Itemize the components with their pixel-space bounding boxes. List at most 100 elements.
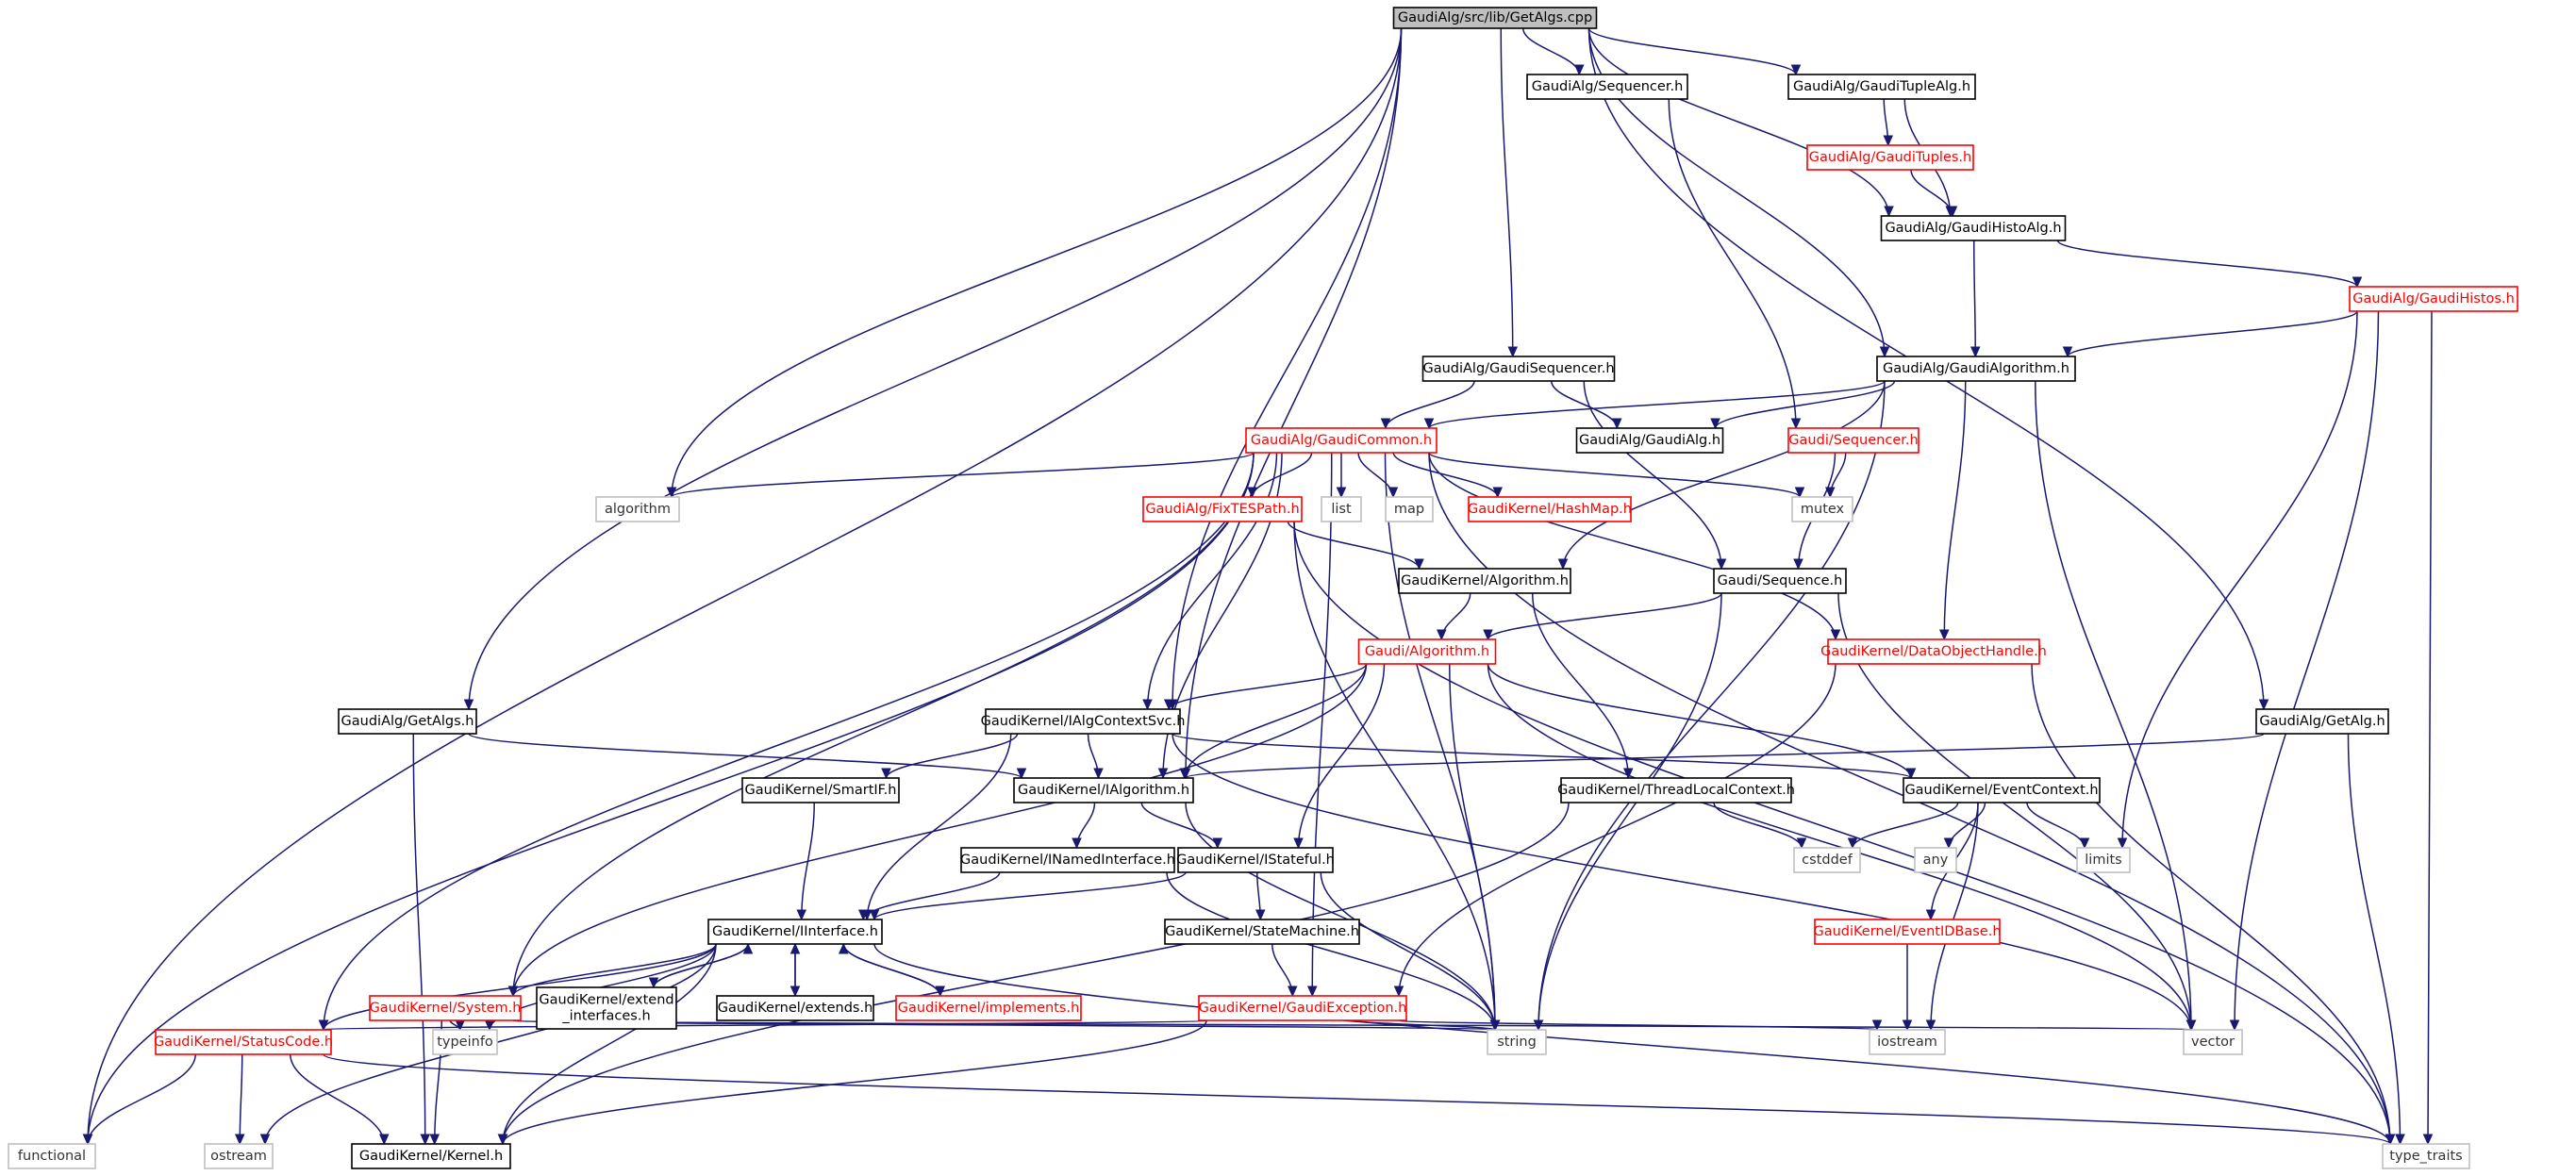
node-dataobjecthandle[interactable]: GaudiKernel/DataObjectHandle.h (1820, 638, 2047, 665)
node-gaudisequencer[interactable]: GaudiAlg/GaudiSequencer.h (1421, 356, 1616, 382)
node-gaudicommon[interactable]: GaudiAlg/GaudiCommon.h (1245, 427, 1438, 454)
node-box (155, 1029, 332, 1055)
node-label: vector (2191, 1035, 2235, 1050)
edge-arrowhead (1925, 909, 1936, 921)
edge-root-to-ialgcontextsvc (1167, 27, 1403, 711)
node-gaudiexception[interactable]: GaudiKernel/GaudiException.h (1198, 995, 1407, 1021)
edge-arrowhead (789, 942, 801, 954)
node-gaudialg[interactable]: GaudiAlg/GaudiAlg.h (1575, 427, 1724, 454)
edge-gaudi_algorithm-to-system_h (507, 663, 1368, 998)
node-gaudi-sequencer[interactable]: Gaudi/Sequencer.h (1787, 427, 1920, 454)
node-box (1164, 919, 1360, 945)
node-smartif[interactable]: GaudiKernel/SmartIF.h (741, 777, 900, 803)
node-statuscode[interactable]: GaudiKernel/StatusCode.h (154, 1029, 333, 1055)
node-getalg-h[interactable]: GaudiAlg/GetAlg.h (2255, 708, 2389, 735)
edge-arrowhead (1969, 346, 1981, 358)
node-eventcontext[interactable]: GaudiKernel/EventContext.h (1903, 777, 2101, 803)
edge-gaudicommon-to-hashmap (1392, 452, 1504, 499)
edge-arrowhead (463, 699, 474, 711)
edge-arrowhead (1947, 206, 1958, 218)
node-sequencer-h[interactable]: GaudiAlg/Sequencer.h (1526, 74, 1688, 100)
edge-gaudi_sequencer-to-mutex (1824, 452, 1847, 499)
node-algorithm-std: algorithm (595, 496, 680, 522)
node-box (1713, 568, 1847, 594)
node-label: _interfaces.h (561, 1009, 650, 1024)
edge-gaudi_sequence-to-string (1533, 592, 1722, 1032)
edge-gaudialgorithm-to-gaudicommon (1423, 380, 1886, 430)
edge-gaudicommon-to-mutex (1428, 452, 1805, 499)
edge-gaudituplealg-to-gaudituples (1883, 98, 1894, 147)
edge-arrowhead (497, 1134, 508, 1146)
edge-gaudicommon-to-fixtespath (1247, 452, 1313, 499)
node-extend-interfaces[interactable]: GaudiKernel/extend_interfaces.h (536, 986, 677, 1030)
node-gaudi-sequence[interactable]: Gaudi/Sequence.h (1713, 568, 1847, 594)
node-gaudi-algorithm[interactable]: Gaudi/Algorithm.h (1357, 638, 1497, 665)
node-box (1787, 427, 1920, 454)
node-implements[interactable]: GaudiKernel/implements.h (895, 995, 1082, 1021)
edge-istateful-to-statemachine (1255, 871, 1266, 921)
edge-ialgorithm-to-inamedinterface (1072, 802, 1096, 850)
node-box (1914, 847, 1957, 873)
node-fixtespath[interactable]: GaudiAlg/FixTESPath.h (1142, 496, 1303, 522)
edge-getalgs_h-to-kernel (412, 733, 431, 1146)
node-label: cstddef (1802, 853, 1853, 868)
node-cstddef: cstddef (1793, 847, 1861, 873)
node-istateful[interactable]: GaudiKernel/IStateful.h (1176, 847, 1335, 873)
node-type-traits: type_traits (2382, 1143, 2470, 1169)
edge-arrowhead (1436, 629, 1447, 641)
node-label: map (1394, 502, 1424, 517)
node-label: string (1497, 1035, 1537, 1050)
node-eventidbase[interactable]: GaudiKernel/EventIDBase.h (1813, 919, 2002, 945)
edge-extends-to-iinterface (789, 942, 801, 996)
edge-arrowhead (2422, 1134, 2434, 1146)
node-kernel[interactable]: GaudiKernel/Kernel.h (351, 1143, 511, 1169)
node-ialgcontextsvc[interactable]: GaudiKernel/IAlgContextSvc.h (981, 708, 1186, 735)
edge-gaudiexception-to-kernel (497, 1019, 1207, 1146)
edge-gaudialgorithm-to-vector (2035, 380, 2197, 1032)
node-ialgorithm[interactable]: GaudiKernel/IAlgorithm.h (1013, 777, 1194, 803)
edge-fixtespath-to-string (1293, 521, 1501, 1032)
node-label: GaudiAlg/GaudiCommon.h (1251, 433, 1432, 448)
node-box (1142, 496, 1303, 522)
edge-arrowhead (420, 1134, 431, 1146)
node-box (2076, 847, 2131, 873)
node-inamedinterface[interactable]: GaudiKernel/INamedInterface.h (960, 847, 1175, 873)
edge-arrowhead (2395, 1134, 2405, 1146)
edge-arrowhead (1871, 1019, 1883, 1032)
edge-ialgorithm-to-istateful (1140, 802, 1223, 850)
node-gaudituplealg[interactable]: GaudiAlg/GaudiTupleAlg.h (1787, 74, 1976, 100)
node-root[interactable]: GaudiAlg/src/lib/GetAlgs.cpp (1392, 7, 1598, 29)
node-label: GaudiKernel/extends.h (718, 1001, 873, 1016)
edge-root-to-getalgs_h (463, 27, 1403, 711)
edge-eventcontext-to-any (1943, 802, 1986, 850)
node-box (1560, 777, 1792, 803)
node-box (1876, 356, 2076, 382)
edge-getalg_h-to-ialgorithm (1180, 733, 2265, 780)
node-limits: limits (2076, 847, 2131, 873)
node-iinterface[interactable]: GaudiKernel/IInterface.h (707, 919, 883, 945)
node-threadlocalcontext[interactable]: GaudiKernel/ThreadLocalContext.h (1557, 777, 1795, 803)
edge-arrowhead (2258, 699, 2269, 711)
node-statemachine[interactable]: GaudiKernel/StateMachine.h (1164, 919, 1360, 945)
edge-arrowhead (2079, 837, 2090, 850)
edge-arrowhead (1507, 346, 1519, 358)
node-box (536, 986, 677, 1030)
node-system-h[interactable]: GaudiKernel/System.h (369, 995, 522, 1021)
edge-gaudicommon-to-dataobjecthandle (1428, 452, 1841, 641)
node-hashmap[interactable]: GaudiKernel/HashMap.h (1468, 496, 1632, 522)
node-box (1398, 568, 1571, 594)
node-gaudituples[interactable]: GaudiAlg/GaudiTuples.h (1806, 144, 1974, 171)
node-gaudihistoalg[interactable]: GaudiAlg/GaudiHistoAlg.h (1880, 215, 2067, 241)
node-gaudialgorithm[interactable]: GaudiAlg/GaudiAlgorithm.h (1876, 356, 2076, 382)
node-getalgs-h[interactable]: GaudiAlg/GetAlgs.h (338, 708, 477, 735)
node-gk-algorithm[interactable]: GaudiKernel/Algorithm.h (1398, 568, 1571, 594)
node-gaudihistos[interactable]: GaudiAlg/GaudiHistos.h (2349, 286, 2518, 312)
node-label: GaudiKernel/Algorithm.h (1401, 573, 1569, 588)
edge-ialgcontextsvc-to-smartif (881, 733, 1019, 780)
edge-gk_algorithm-to-threadlocalcontext (1532, 592, 1634, 780)
node-box (716, 995, 874, 1021)
node-box (707, 919, 883, 945)
edge-arrowhead (1293, 837, 1304, 850)
edge-arrowhead (507, 986, 519, 998)
node-extends[interactable]: GaudiKernel/extends.h (716, 995, 874, 1021)
